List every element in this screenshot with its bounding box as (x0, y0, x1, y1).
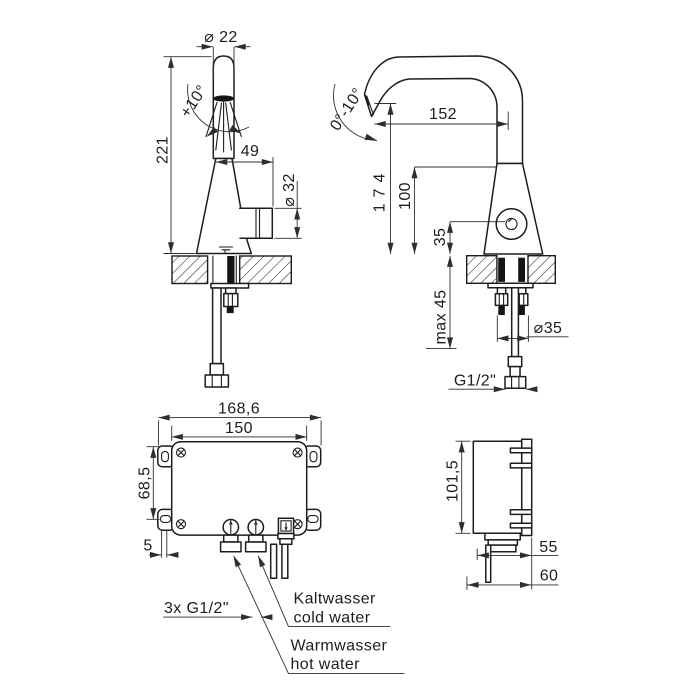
label-cold-de: Kaltwasser (294, 591, 377, 608)
dim-shank-diameter: ⌀35 (496, 315, 569, 342)
dim-total-width: 168,6 (157, 401, 322, 446)
dim-box-height: 101,5 (445, 440, 471, 534)
dim-label-sensor-height: 35 (432, 228, 449, 247)
dim-label-counter-thickness: max 45 (433, 290, 450, 345)
front-view-dimensions: 0°-10° 152 174 100 35 (327, 83, 569, 393)
aerator-side (213, 95, 235, 102)
faucet-front-body (363, 55, 556, 389)
mounting-tabs (157, 445, 322, 531)
dim-spout-reach-front: 152 (374, 106, 509, 130)
sensor-window (495, 207, 528, 241)
dim-spout-reach: 49 (215, 143, 274, 207)
supply-hose (204, 287, 230, 388)
dim-label-shank-diameter: ⌀35 (534, 320, 563, 337)
dim-depth-body: 55 (476, 537, 559, 590)
dim-outlet-diameter: ⌀ 32 (274, 173, 302, 239)
outlet-face-dark (365, 94, 370, 106)
label-hot-en: hot water (291, 656, 361, 673)
dim-label-spout-reach-front: 152 (429, 106, 457, 123)
label-hot-de: Warmwasser (291, 638, 388, 655)
dim-mounting-width: 150 (171, 420, 308, 441)
base-mark (218, 246, 234, 254)
faucet-side-view: ⌀ 22 221 49 ⌀ 32 +10° (155, 29, 302, 388)
dim-label-spout-reach: 49 (241, 143, 260, 160)
sensor-eye (505, 217, 518, 231)
dim-label-mounting-width: 150 (225, 420, 253, 437)
label-cold-water: Kaltwasser cold water (257, 555, 391, 628)
stud-section-right (518, 257, 525, 282)
control-box-top-view: 168,6 150 68,5 5 3x G1 (137, 401, 405, 675)
plate-tabs-side (509, 447, 533, 529)
shank-lines (212, 255, 237, 285)
dim-outlet-height: 174 (372, 103, 397, 255)
outlet-face-line (366, 95, 374, 116)
dim-label-swivel-angle: +10° (177, 82, 211, 121)
dim-label-hose-thread: G1/2" (454, 373, 496, 390)
dim-depth-total: 60 (466, 568, 559, 590)
label-connection-threads: 3x G1/2" (163, 600, 273, 621)
dim-label-outlet-height: 174 (372, 168, 389, 213)
countertop-left-hatch (171, 255, 209, 285)
box-side-dimensions: 101,5 55 60 (445, 440, 559, 590)
supply-hose-front (504, 286, 527, 389)
dim-total-height: 221 (155, 56, 212, 254)
side-outlet-rings (255, 207, 261, 239)
mounting-plate-side (520, 438, 533, 537)
dim-label-spout-diameter: ⌀ 22 (204, 29, 237, 46)
box-housing (170, 440, 308, 536)
mounting-stud-nut (223, 287, 239, 314)
dim-body-height: 100 (397, 166, 497, 255)
dim-sensor-height: 35 (432, 221, 505, 255)
housing-screws (175, 447, 303, 530)
side-view-dimensions: ⌀ 22 221 49 ⌀ 32 +10° (155, 29, 302, 254)
dim-label-total-height: 221 (155, 136, 172, 164)
dim-counter-thickness: max 45 (426, 255, 457, 350)
dim-label-tab-offset: 5 (143, 538, 152, 555)
cable-side (485, 544, 492, 583)
dim-label-total-width: 168,6 (218, 401, 260, 418)
mounting-flange-front (487, 282, 534, 289)
faucet-front-view: 0°-10° 152 174 100 35 (327, 55, 569, 393)
countertop-right-hatch (238, 255, 292, 285)
faucet-side-body (171, 55, 292, 388)
dim-mounting-height: 68,5 (137, 446, 160, 520)
stud-section-left (498, 257, 505, 282)
dim-label-outlet-diameter: ⌀ 32 (281, 173, 298, 206)
box-housing-side (472, 440, 523, 535)
sensor-tick (508, 218, 512, 222)
dim-label-depth-body: 55 (539, 539, 558, 556)
dim-label-mounting-height: 68,5 (137, 467, 154, 500)
threaded-rod-section (227, 256, 235, 284)
dim-label-depth-total: 60 (540, 568, 559, 585)
cable-connector (277, 517, 295, 546)
box-top-dimensions: 168,6 150 68,5 5 3x G1 (137, 401, 405, 675)
dim-spout-diameter: ⌀ 22 (196, 29, 251, 79)
dim-label-body-height: 100 (397, 182, 414, 210)
stud-nut-left (494, 286, 509, 315)
label-hot-water: Warmwasser hot water (233, 555, 405, 675)
countertop-left-hatch-front (466, 254, 498, 284)
dim-tab-offset: 5 (143, 530, 179, 558)
dim-hose-thread: G1/2" (448, 373, 538, 393)
water-connector-cold (244, 518, 267, 553)
water-connector-hot (219, 518, 242, 553)
body-cone-outline (195, 157, 253, 255)
control-box-side-view: 101,5 55 60 (445, 438, 559, 590)
dim-label-box-height: 101,5 (445, 460, 462, 502)
countertop-right-hatch-front (527, 254, 556, 284)
label-cold-en: cold water (294, 610, 371, 627)
label-threads-text: 3x G1/2" (164, 600, 229, 617)
cables (269, 543, 289, 580)
spray-cone-lines (205, 101, 242, 151)
